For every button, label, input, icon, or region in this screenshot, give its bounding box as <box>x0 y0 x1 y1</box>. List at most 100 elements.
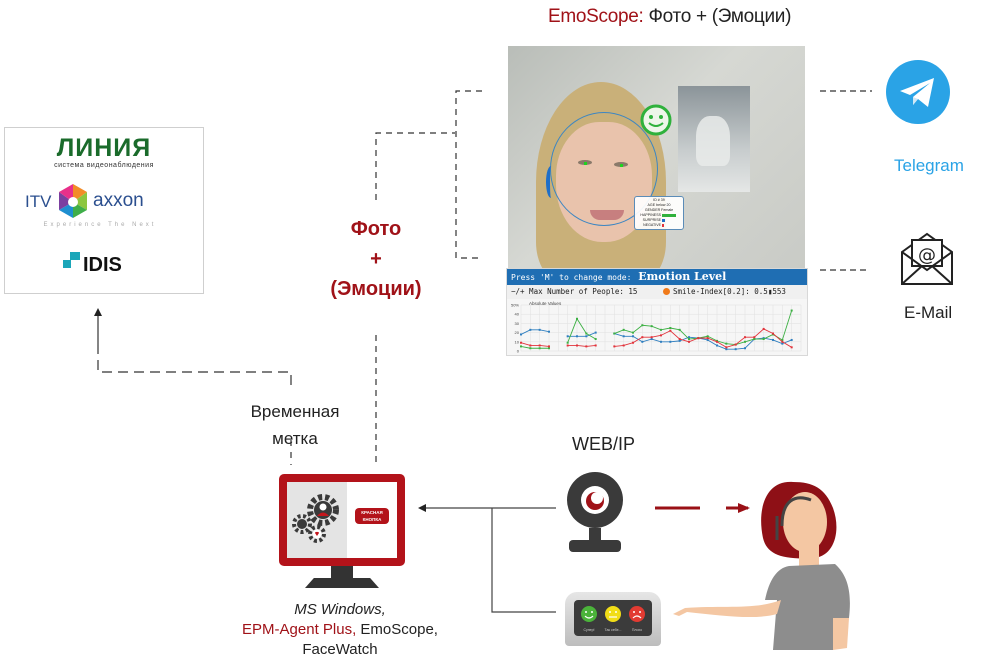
monitor-stand <box>305 578 379 588</box>
chart-series <box>520 309 793 351</box>
chart-point <box>613 345 616 348</box>
chart-line-segment <box>567 317 596 343</box>
timestamp-connector <box>94 308 292 465</box>
emotion-chart: 0 10 20 30 40 50% Absolute Values <box>507 299 807 355</box>
chart-point <box>594 344 597 347</box>
axxon-tagline: Experience The Next <box>43 222 157 228</box>
vms-logos-panel: ЛИНИЯ система видеонаблюдения ITV axxon … <box>4 127 204 294</box>
title-rest: Фото + (Эмоции) <box>643 6 792 27</box>
chart-point <box>594 338 597 341</box>
chart-line-segment <box>567 345 596 347</box>
svg-text:@: @ <box>918 245 936 266</box>
mode-bar[interactable]: Press 'M' to change mode: Emotion Level <box>507 269 807 285</box>
wall-picture <box>678 86 750 192</box>
chart-y-tick-label: 40 <box>515 312 520 317</box>
happiness-bar <box>662 214 677 217</box>
chart-grid <box>520 304 802 352</box>
telegram-label[interactable]: Telegram <box>894 156 964 175</box>
chart-line-segment <box>567 332 596 337</box>
overlay-happiness: HAPPINESS <box>637 213 681 218</box>
mode-hint: Press 'M' to change mode: <box>511 273 632 282</box>
chart-point <box>594 331 597 334</box>
chart-point <box>520 333 522 336</box>
notification-connectors <box>820 90 872 271</box>
photo-emotions-label: Фото + (Эмоции) <box>330 218 422 300</box>
chart-series-happiness <box>520 309 793 350</box>
liniya-logo: ЛИНИЯ система видеонаблюдения <box>5 134 203 169</box>
terminal-buttons: Супер! Так себе... Плохо <box>581 606 645 632</box>
chart-point <box>520 345 522 348</box>
terminal-good-button[interactable] <box>581 606 597 622</box>
stats-row: −/+ Max Number of People: 15 Smile-Index… <box>507 286 807 298</box>
monitor-neck <box>331 566 353 578</box>
axxon-prefix: ITV <box>25 192 52 211</box>
chart-line-segment <box>614 328 792 348</box>
chart-series-negative <box>520 327 793 349</box>
email-label[interactable]: E-Mail <box>904 303 953 322</box>
title-brand: EmoScope: <box>548 6 644 27</box>
happy-emotion-icon <box>640 104 672 136</box>
emoscope-camera-frame: ID # 39 AGE below 20 GENDER Female HAPPI… <box>508 46 805 268</box>
terminal-neutral-button[interactable] <box>605 606 621 622</box>
chart-line-segment <box>614 333 792 350</box>
chart-y-tick-label: 10 <box>515 339 520 344</box>
chart-series-surprise <box>520 328 793 351</box>
idis-mark-icon <box>63 252 80 268</box>
overlay-gender: GENDER Female <box>644 208 674 212</box>
liniya-subtitle: система видеонаблюдения <box>54 162 154 169</box>
chart-y-ticks: 0 10 20 30 40 50% <box>511 303 520 354</box>
caption-os: MS Windows, <box>294 601 386 618</box>
emoscope-panel: Press 'M' to change mode: Emotion Level … <box>506 268 808 356</box>
tracking-arc <box>546 166 556 198</box>
good-button-label: Супер! <box>583 628 594 632</box>
overlay-id: ID # 39 <box>653 198 665 202</box>
timestamp-label: Временная метка <box>250 402 340 448</box>
operator-person-illustration <box>673 481 850 650</box>
chart-y-tick-label: 50% <box>511 303 519 308</box>
photo-connector <box>375 90 482 465</box>
max-people-text: −/+ Max Number of People: 15 <box>511 287 638 296</box>
surprise-bar <box>662 219 665 222</box>
liniya-name: ЛИНИЯ <box>56 134 152 162</box>
caption-epm-agent: EPM-Agent Plus, <box>242 621 357 638</box>
red-button-badge: КРАСНАЯ КНОПКА <box>355 508 389 524</box>
smile-index: Smile-Index[0.2]: 0.5▮553 <box>663 286 786 298</box>
pc-monitor[interactable]: КРАСНАЯ КНОПКА <box>279 474 409 588</box>
bad-button-label: Плохо <box>632 628 642 632</box>
terminal-bad-button[interactable] <box>629 606 645 622</box>
feedback-terminal[interactable]: Супер! Так себе... Плохо <box>565 592 661 646</box>
idis-name: IDIS <box>83 254 122 276</box>
idis-logo: IDIS <box>63 252 153 280</box>
emoscope-title: EmoScope: Фото + (Эмоции) <box>548 6 791 28</box>
overlay-surprise: SURPRISE <box>637 218 681 223</box>
chart-line-segment <box>614 310 793 346</box>
device-connectors <box>418 504 556 613</box>
axxon-logo: ITV axxon Experience The Next <box>25 184 195 228</box>
chart-point <box>790 309 793 312</box>
chart-y-tick-label: 0 <box>517 349 520 354</box>
webcam-icon[interactable] <box>560 470 630 558</box>
pc-caption: MS Windows, EPM-Agent Plus, EmoScope, Fa… <box>240 600 440 660</box>
overlay-negative: NEGATIVE <box>637 223 681 228</box>
chart-y-tick-label: 30 <box>515 321 520 326</box>
mode-value: Emotion Level <box>638 270 727 283</box>
telegram-icon[interactable] <box>886 60 950 124</box>
chart-line-segment <box>520 345 549 349</box>
face-info-overlay: ID # 39 AGE below 20 GENDER Female HAPPI… <box>634 196 684 230</box>
chart-title: Absolute Values <box>529 301 562 306</box>
chart-line-segment <box>520 342 550 347</box>
negative-bar <box>662 224 664 227</box>
chart-y-tick-label: 20 <box>515 330 520 335</box>
axxon-name: axxon <box>93 190 144 211</box>
gears-icon <box>292 494 339 543</box>
neutral-button-label: Так себе... <box>605 628 622 632</box>
axxon-hexagon-icon <box>59 184 87 218</box>
chart-point <box>613 332 616 335</box>
smile-index-text: Smile-Index[0.2]: 0.5▮553 <box>673 287 786 296</box>
chart-line-segment <box>520 329 550 335</box>
email-icon[interactable]: @ <box>900 230 954 286</box>
overlay-age: AGE below 20 <box>647 203 671 207</box>
smile-index-dot-icon <box>663 288 670 295</box>
caption-emoscope: EmoScope, <box>356 621 438 638</box>
